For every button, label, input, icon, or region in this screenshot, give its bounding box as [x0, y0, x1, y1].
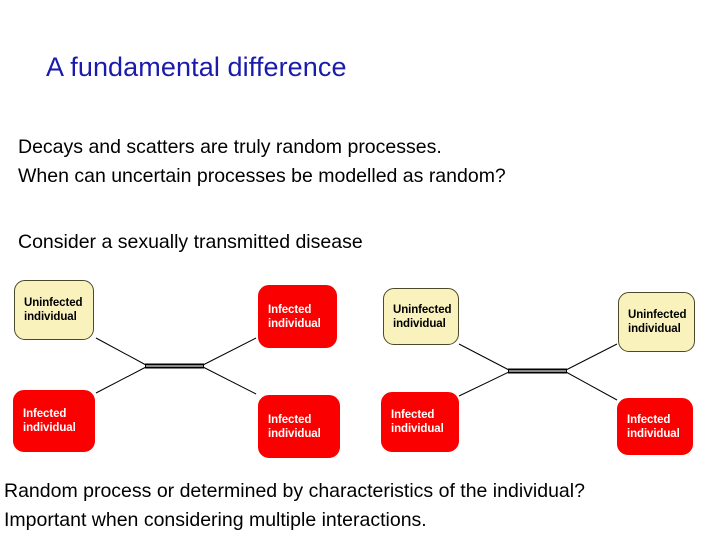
node-label-line2: individual — [268, 427, 321, 440]
node-left-bot-out[interactable]: Infected individual — [258, 395, 340, 458]
intro-line-1: Decays and scatters are truly random pro… — [18, 136, 442, 158]
leg-left-bot-out — [202, 366, 257, 395]
node-label-line2: individual — [628, 323, 681, 335]
node-right-top-in[interactable]: Uninfected individual — [383, 288, 459, 345]
node-label-line2: individual — [627, 427, 680, 440]
leg-right-top-out — [565, 343, 618, 371]
node-label-line1: Infected — [627, 413, 671, 426]
node-label-line1: Infected — [268, 303, 312, 316]
interaction-diagram: Uninfected individual Infected individua… — [0, 270, 720, 470]
node-label-line1: Uninfected — [628, 309, 687, 321]
intro-text-block: Decays and scatters are truly random pro… — [18, 133, 506, 191]
node-label-line2: individual — [24, 311, 77, 323]
consider-line-1: Consider a sexually transmitted disease — [18, 231, 363, 253]
page-title: A fundamental difference — [46, 52, 347, 82]
node-label-line2: individual — [23, 422, 76, 434]
closing-line-1: Random process or determined by characte… — [4, 480, 585, 502]
node-left-top-out[interactable]: Infected individual — [258, 285, 337, 348]
left-group-legs — [95, 337, 257, 395]
leg-left-top-in — [95, 337, 147, 366]
consider-text-block: Consider a sexually transmitted disease — [18, 228, 363, 257]
node-right-top-out[interactable]: Uninfected individual — [618, 292, 695, 352]
node-label-line2: individual — [268, 317, 321, 330]
diagram-connector-layer — [95, 337, 618, 401]
closing-line-2: Important when considering multiple inte… — [4, 509, 427, 531]
node-label-line2: individual — [393, 317, 446, 330]
node-left-top-in[interactable]: Uninfected individual — [14, 280, 94, 340]
node-right-bot-in[interactable]: Infected individual — [381, 392, 459, 452]
node-label-line1: Uninfected — [24, 297, 83, 309]
leg-left-top-out — [202, 337, 257, 366]
node-left-bot-in[interactable]: Infected individual — [13, 390, 95, 452]
leg-right-top-in — [458, 343, 510, 371]
node-label-line2: individual — [391, 423, 444, 435]
node-label-line1: Infected — [268, 413, 312, 426]
intro-line-2: When can uncertain processes be modelled… — [18, 165, 506, 187]
node-label-line1: Infected — [391, 409, 435, 421]
closing-text-block: Random process or determined by characte… — [4, 477, 585, 535]
node-right-bot-out[interactable]: Infected individual — [617, 398, 693, 455]
right-group-legs — [458, 343, 618, 401]
leg-right-bot-in — [458, 371, 510, 397]
leg-right-bot-out — [565, 371, 618, 401]
leg-left-bot-in — [95, 366, 147, 394]
node-label-line1: Uninfected — [393, 303, 452, 316]
node-label-line1: Infected — [23, 408, 67, 420]
